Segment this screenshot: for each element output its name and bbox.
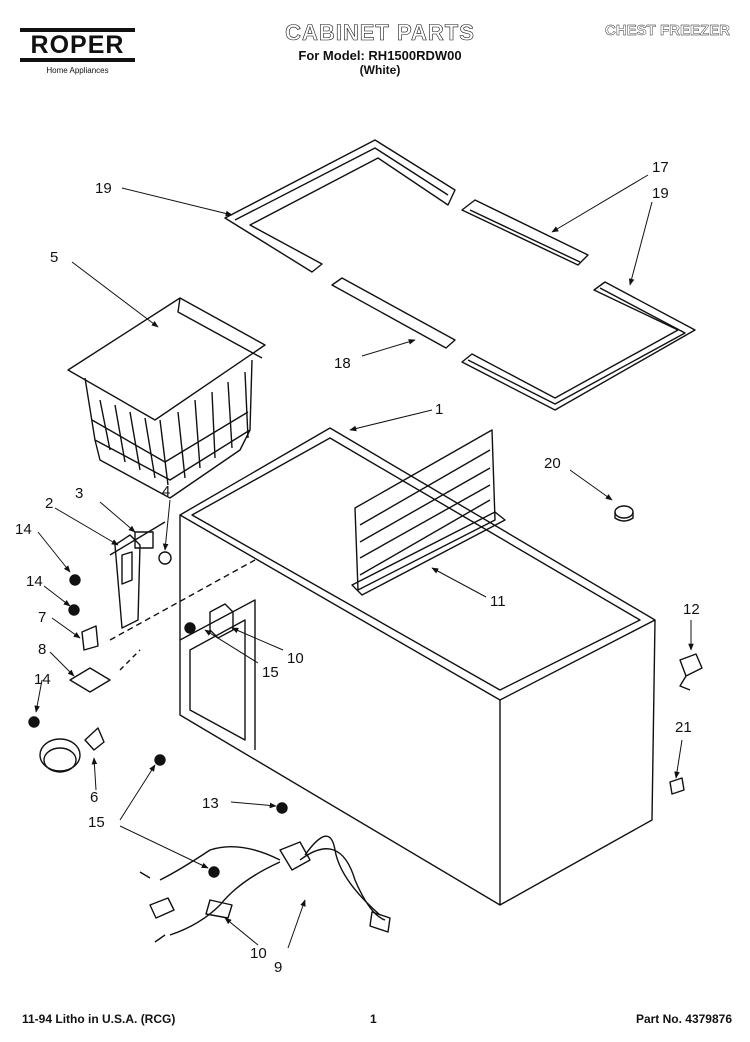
callout-14-c: 14	[34, 671, 51, 688]
drain-plug	[614, 505, 634, 522]
callout-6: 6	[90, 789, 98, 806]
footer-print-info: 11-94 Litho in U.S.A. (RCG)	[22, 1012, 176, 1026]
gasket-right-frame	[461, 281, 696, 411]
gasket-center-bar	[461, 199, 589, 266]
callout-5: 5	[50, 249, 58, 266]
callout-4: 4	[162, 483, 170, 500]
callout-3: 3	[75, 485, 83, 502]
callout-9: 9	[274, 959, 282, 976]
callout-19-right: 19	[652, 185, 669, 202]
callout-15-upper: 15	[262, 664, 279, 681]
brand-subtitle: Home Appliances	[46, 66, 109, 75]
model-line: For Model: RH1500RDW00	[298, 48, 462, 63]
callout-7: 7	[38, 609, 46, 626]
callout-15-lower: 15	[88, 814, 105, 831]
callout-10-upper: 10	[287, 650, 304, 667]
leveling-leg	[679, 653, 703, 691]
screws	[28, 574, 288, 878]
callout-2: 2	[45, 495, 53, 512]
page-title-block: CABINET PARTS For Model: RH1500RDW00 (Wh…	[230, 20, 530, 77]
page-title: CABINET PARTS	[285, 20, 475, 46]
callout-12: 12	[683, 601, 700, 618]
roper-logo: ROPER Home Appliances	[20, 28, 135, 75]
callout-labels: 19 17 19 5 18 1 20 11 12 10 15 3 4 2 14 …	[15, 159, 700, 976]
callout-18: 18	[334, 355, 351, 372]
callout-17: 17	[652, 159, 669, 176]
leader-lines	[34, 174, 694, 949]
callout-14-b: 14	[26, 573, 43, 590]
callout-8: 8	[38, 641, 46, 658]
callout-1: 1	[435, 401, 443, 418]
footer-page-number: 1	[370, 1012, 377, 1026]
product-type: CHEST FREEZER	[604, 22, 730, 39]
callout-10-lower: 10	[250, 945, 267, 962]
callout-21: 21	[675, 719, 692, 736]
gasket-left-frame	[224, 139, 456, 273]
cabinet-divider	[351, 429, 506, 596]
hinge-assembly	[39, 521, 256, 773]
gasket-small-bar	[331, 277, 456, 349]
freezer-cabinet	[179, 427, 656, 906]
callout-14-a: 14	[15, 521, 32, 538]
callout-11: 11	[490, 593, 506, 610]
callout-13: 13	[202, 795, 219, 812]
caution-label	[669, 777, 685, 795]
footer-part-number: Part No. 4379876	[635, 1012, 732, 1026]
wiring-harness	[139, 835, 391, 943]
wire-basket	[67, 297, 266, 499]
brand-name: ROPER	[20, 28, 135, 62]
callout-20: 20	[544, 455, 561, 472]
callout-19-left: 19	[95, 180, 112, 197]
color-line: (White)	[359, 63, 401, 77]
